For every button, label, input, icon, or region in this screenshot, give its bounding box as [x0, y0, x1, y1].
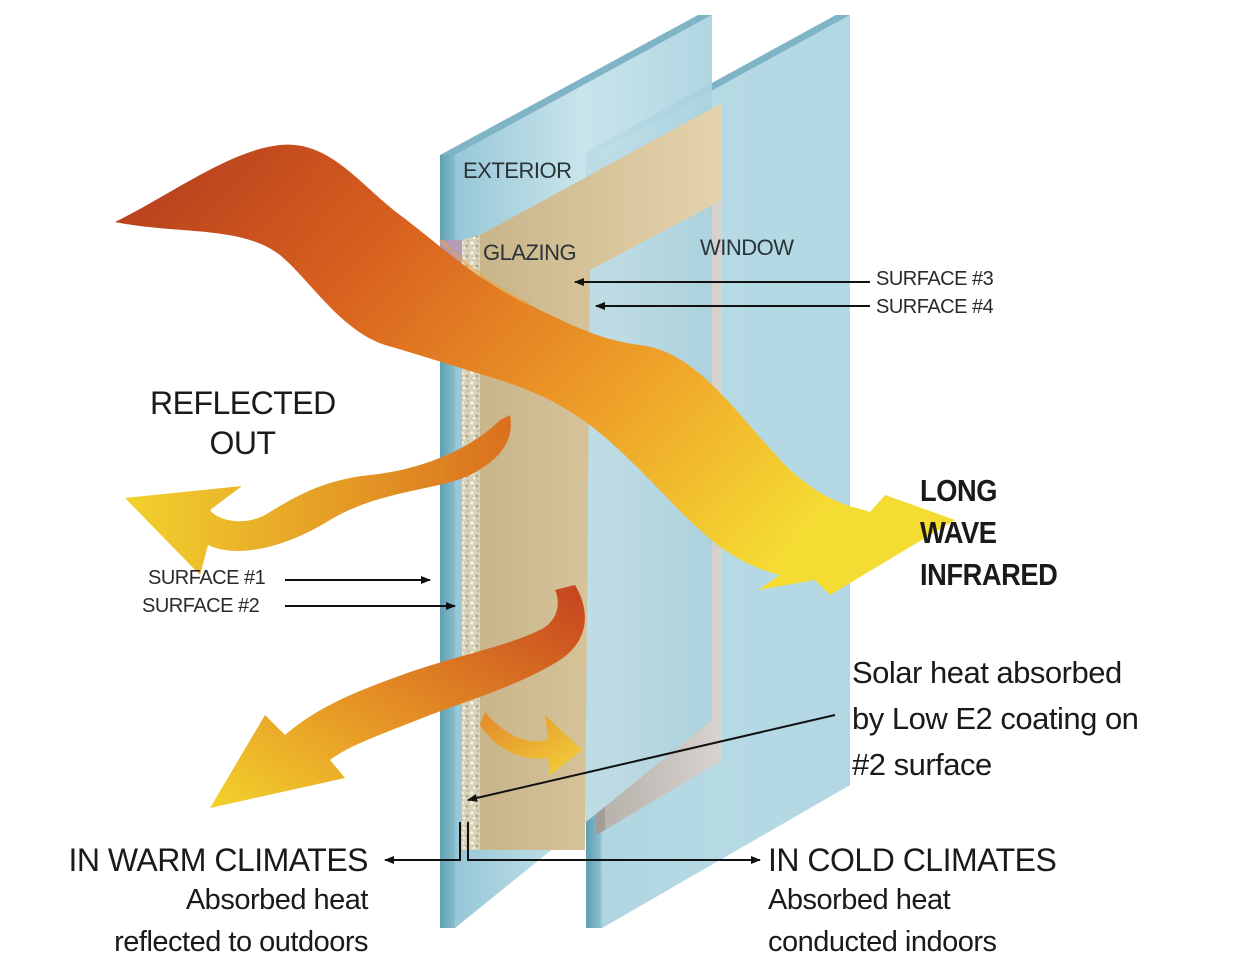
warm-climates-line2: reflected to outdoors: [114, 926, 368, 958]
cold-climate-arrow: [467, 822, 761, 864]
cold-climates-block: IN COLD CLIMATES Absorbed heat conducted…: [768, 842, 1057, 963]
solar-line3: #2 surface: [852, 747, 992, 782]
cold-climate-wave: [480, 712, 582, 775]
cold-climates-heading: IN COLD CLIMATES: [768, 842, 1057, 878]
leader-lines: [285, 278, 870, 864]
surface4-label: SURFACE #4: [876, 296, 994, 318]
solar-heat-note: Solar heat absorbed by Low E2 coating on…: [852, 650, 1139, 788]
infrared-line1: LONG: [920, 473, 998, 508]
long-wave-infrared-wave: [115, 144, 955, 595]
solar-line1: Solar heat absorbed: [852, 655, 1122, 690]
warm-climates-block: IN WARM CLIMATES Absorbed heat reflected…: [68, 842, 368, 963]
warm-climates-line1: Absorbed heat: [185, 884, 369, 916]
window-label: WINDOW: [700, 235, 794, 260]
reflected-out-line2: OUT: [209, 425, 276, 461]
surface3-label: SURFACE #3: [876, 268, 994, 290]
warm-climate-wave: [210, 585, 585, 808]
infrared-line3: INFRARED: [920, 557, 1058, 592]
warm-climates-heading: IN WARM CLIMATES: [68, 842, 368, 878]
solar-note-arrow: [467, 714, 836, 802]
solar-line2: by Low E2 coating on: [852, 701, 1139, 736]
surface2-label: SURFACE #2: [142, 595, 260, 617]
exterior-label: EXTERIOR: [463, 158, 572, 183]
cold-climates-line2: conducted indoors: [768, 926, 997, 958]
surface1-label: SURFACE #1: [148, 567, 266, 589]
glazing-label: GLAZING: [483, 240, 577, 265]
reflected-out-wave: [125, 415, 511, 575]
long-wave-infrared-label: LONG WAVE INFRARED: [920, 470, 1058, 596]
warm-climate-arrow: [384, 822, 461, 864]
infrared-line2: WAVE: [920, 515, 997, 550]
reflected-out-label: REFLECTED OUT: [150, 383, 336, 463]
cold-climates-line1: Absorbed heat: [768, 884, 951, 916]
reflected-out-line1: REFLECTED: [150, 385, 336, 421]
